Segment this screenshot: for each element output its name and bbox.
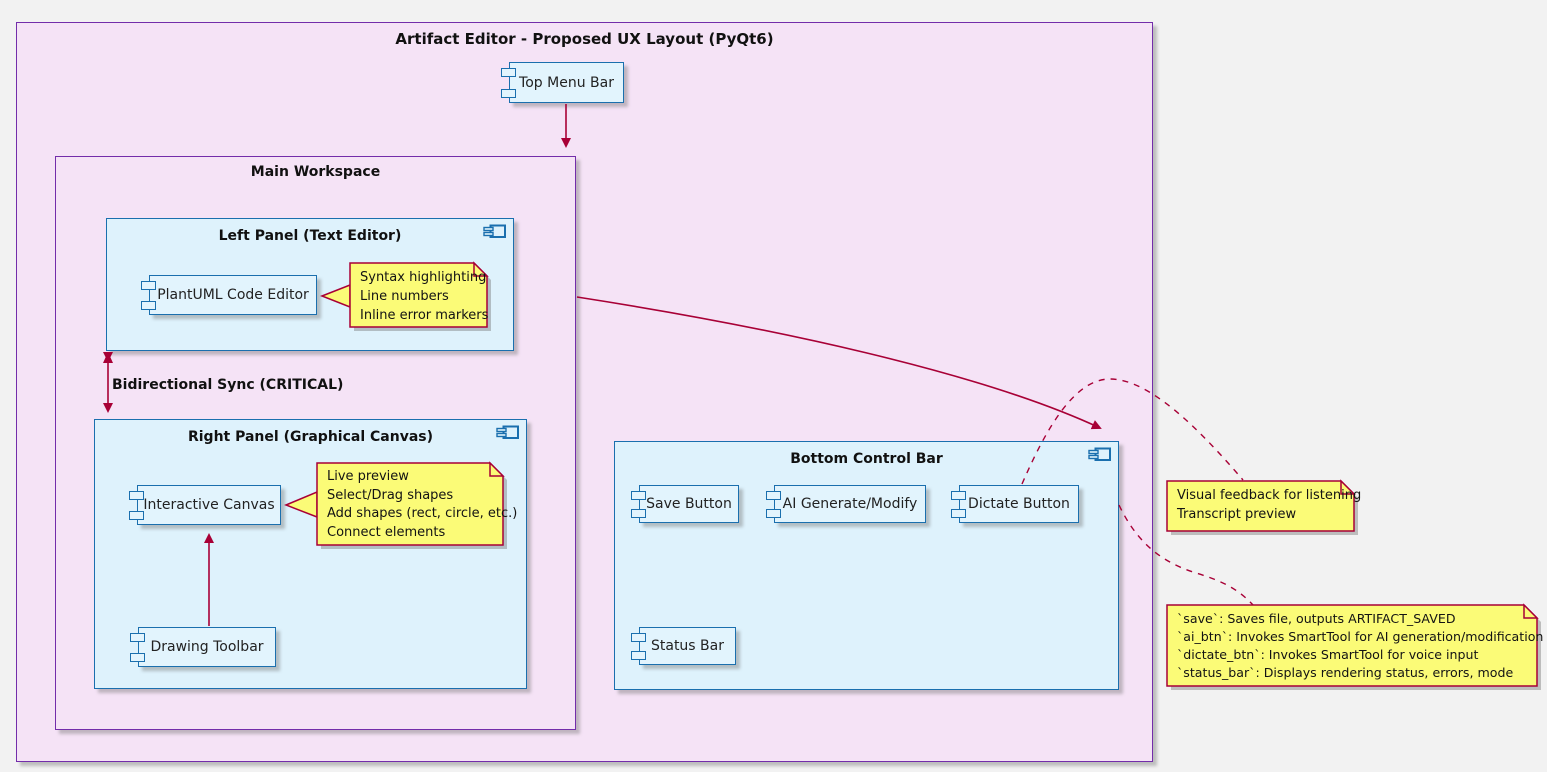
component-port-icon	[951, 509, 966, 518]
component-ai-generate-modify: AI Generate/Modify	[766, 485, 926, 523]
bidirectional-sync-label: Bidirectional Sync (CRITICAL)	[112, 377, 344, 393]
component-icon	[496, 425, 519, 439]
status-bar-label: Status Bar	[650, 638, 724, 654]
component-port-icon	[130, 653, 145, 662]
component-port-icon	[631, 633, 646, 642]
component-port-icon	[631, 491, 646, 500]
component-port-icon	[501, 89, 516, 98]
component-status-bar: Status Bar	[631, 627, 736, 665]
component-drawing-toolbar: Drawing Toolbar	[130, 627, 276, 667]
left-panel-title: Left Panel (Text Editor)	[218, 228, 402, 244]
component-save-button: Save Button	[631, 485, 739, 523]
component-port-icon	[141, 281, 156, 290]
save-button-label: Save Button	[646, 496, 732, 512]
component-port-icon	[501, 68, 516, 77]
interactive-canvas-label: Interactive Canvas	[143, 497, 275, 513]
component-plantuml-code-editor: PlantUML Code Editor	[141, 275, 317, 315]
component-port-icon	[129, 511, 144, 520]
dictate-button-label: Dictate Button	[968, 496, 1070, 512]
plantuml-code-editor-label: PlantUML Code Editor	[157, 287, 309, 303]
right-panel-title: Right Panel (Graphical Canvas)	[187, 429, 434, 445]
diagram-title: Artifact Editor - Proposed UX Layout (Py…	[395, 30, 774, 48]
component-port-icon	[951, 491, 966, 500]
component-port-icon	[141, 301, 156, 310]
component-port-icon	[130, 633, 145, 642]
component-icon	[1088, 447, 1111, 461]
component-port-icon	[129, 491, 144, 500]
ai-generate-modify-label: AI Generate/Modify	[782, 496, 918, 512]
top-menu-bar-label: Top Menu Bar	[519, 74, 614, 91]
bottom-control-bar-title: Bottom Control Bar	[790, 451, 943, 467]
note-dictate-feedback-text: Visual feedback for listening Transcript…	[1177, 488, 1362, 522]
note-canvas-features-text: Live preview Select/Drag shapes Add shap…	[327, 469, 518, 540]
component-icon	[483, 224, 506, 238]
note-behaviors-text: `save`: Saves file, outputs ARTIFACT_SAV…	[1177, 611, 1544, 680]
component-port-icon	[766, 509, 781, 518]
component-port-icon	[631, 651, 646, 660]
component-port-icon	[766, 491, 781, 500]
main-workspace-title: Main Workspace	[250, 164, 381, 180]
note-editor-features-text: Syntax highlighting Line numbers Inline …	[360, 270, 489, 323]
component-dictate-button: Dictate Button	[951, 485, 1079, 523]
component-top-menu-bar: Top Menu Bar	[501, 62, 624, 103]
component-interactive-canvas: Interactive Canvas	[129, 485, 281, 525]
drawing-toolbar-label: Drawing Toolbar	[150, 639, 264, 655]
component-port-icon	[631, 509, 646, 518]
